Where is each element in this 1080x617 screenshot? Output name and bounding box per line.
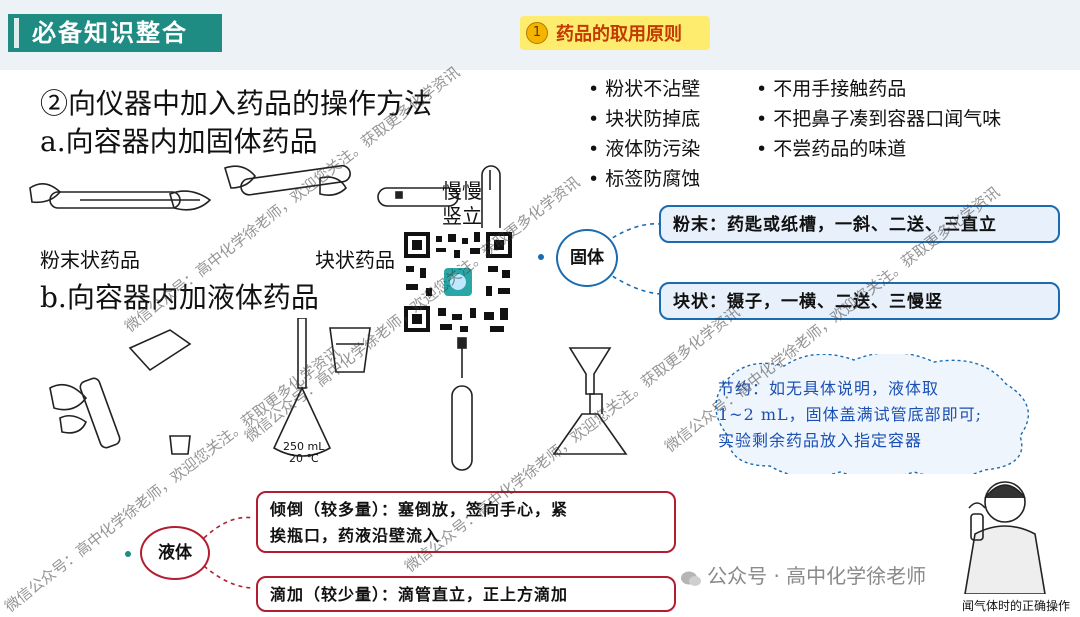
figure-caption: 闻气体时的正确操作: [962, 599, 1071, 613]
rule-item: • 不用手接触药品: [756, 78, 907, 100]
principle-badge: [520, 16, 710, 50]
liquid-connectors: [125, 516, 255, 589]
save-line-3: 实验剩余药品放入指定容器: [718, 431, 923, 450]
subheading-liquid: b.向容器内加液体药品: [40, 281, 319, 314]
rule-item: • 不尝药品的味道: [756, 138, 907, 160]
flask-volume: 250 mL: [283, 440, 325, 453]
caption-slowly: 慢慢: [442, 179, 482, 203]
liquid-pour-box: 倾倒（较多量）：塞倒放，签向手心，紧 挨瓶口，药液沿壁流入: [256, 491, 676, 553]
save-note: 节约：如无具体说明，液体取 1~2 mL，固体盖满试管底部即可; 实验剩余药品放…: [718, 376, 982, 454]
footer: 公众号 · 高中化学徐老师: [680, 560, 926, 589]
liquid-illustration: [49, 318, 628, 471]
badge-number: 1: [526, 22, 548, 44]
smelling-figure: [964, 481, 1046, 594]
subheading-solid: a.向容器内加固体药品: [40, 125, 318, 158]
solid-block-box: 块状：镊子，一横、二送、三慢竖: [659, 282, 1060, 320]
node-liquid: 液体: [140, 526, 210, 580]
rules-left-list: • 粉状不沾壁 • 块状防掉底 • 液体防污染 • 标签防腐蚀: [588, 74, 700, 194]
node-solid: 固体: [556, 229, 618, 287]
page-heading: ②向仪器中加入药品的操作方法: [40, 87, 433, 120]
footer-text: 公众号 · 高中化学徐老师: [707, 564, 927, 588]
solid-illustration: [29, 164, 501, 237]
flask-temp: 20 ℃: [289, 452, 319, 465]
caption-block: 块状药品: [315, 248, 395, 272]
section-title: 必备知识整合: [8, 14, 222, 52]
rule-item: • 块状防掉底: [588, 108, 701, 130]
cloud-shape: [715, 354, 1029, 474]
qr-code-icon: [400, 228, 516, 336]
pour-line-2: 挨瓶口，药液沿壁流入: [270, 526, 441, 545]
pour-line-1: 倾倒（较多量）：塞倒放，签向手心，紧: [270, 500, 569, 519]
badge-label: 药品的取用原则: [556, 24, 682, 45]
caption-powder: 粉末状药品: [40, 248, 140, 272]
solid-connectors: [538, 223, 661, 295]
liquid-drop-box: 滴加（较少量）：滴管直立，正上方滴加: [256, 576, 676, 612]
rule-item: • 粉状不沾壁: [588, 78, 701, 100]
rules-right-list: • 不用手接触药品 • 不把鼻子凑到容器口闻气味 • 不尝药品的味道: [756, 74, 1001, 164]
rule-item: • 液体防污染: [588, 138, 701, 160]
save-line-2: 1~2 mL，固体盖满试管底部即可;: [718, 405, 983, 424]
caption-upright: 竖立: [442, 204, 482, 228]
rule-item: • 不把鼻子凑到容器口闻气味: [756, 108, 1002, 130]
save-line-1: 节约：如无具体说明，液体取: [718, 379, 940, 398]
solid-powder-box: 粉末：药匙或纸槽，一斜、二送、三直立: [659, 205, 1060, 243]
rule-item: • 标签防腐蚀: [588, 168, 701, 190]
wechat-icon: [680, 570, 702, 588]
